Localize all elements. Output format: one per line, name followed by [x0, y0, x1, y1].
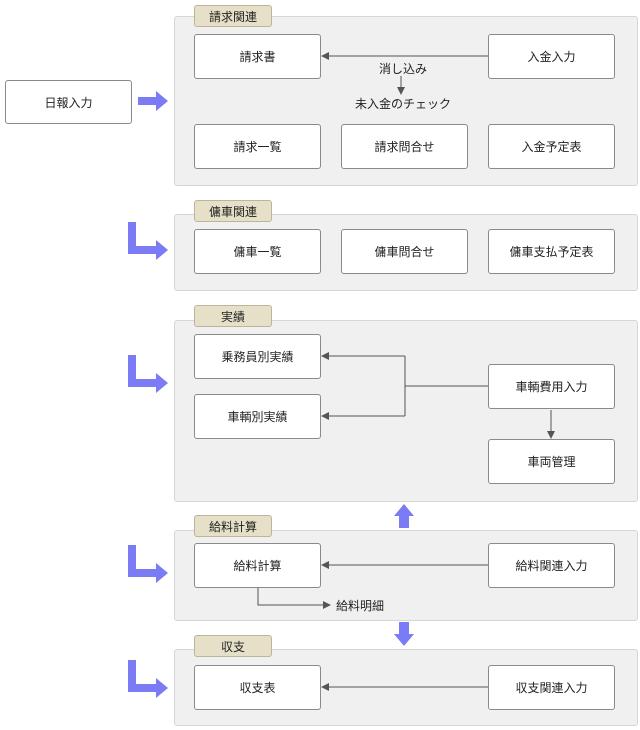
invoice-box[interactable]: 請求書	[194, 34, 321, 79]
payroll-related-entry-box[interactable]: 給料関連入力	[488, 543, 615, 588]
payroll-ie-down-arrow	[394, 622, 414, 646]
income-expense-section-title: 収支	[194, 635, 272, 657]
results-payroll-up-arrow	[394, 504, 414, 528]
vehicle-results-box[interactable]: 車輌別実績	[194, 394, 321, 439]
charter-section-title: 傭車関連	[194, 200, 272, 222]
charter-inquiry-box[interactable]: 傭車問合せ	[341, 229, 468, 274]
unpaid-check-label: 未入金のチェック	[355, 97, 452, 111]
daily-report-entry-box[interactable]: 日報入力	[5, 80, 132, 124]
income-expense-related-entry-box[interactable]: 収支関連入力	[488, 665, 615, 710]
income-expense-table-box[interactable]: 収支表	[194, 665, 321, 710]
charter-list-box[interactable]: 傭車一覧	[194, 229, 321, 274]
flow-to-income-expense-arrow	[128, 660, 168, 698]
payroll-calc-box[interactable]: 給料計算	[194, 543, 321, 588]
flow-to-charter-arrow	[128, 222, 168, 260]
payroll-section-title: 給料計算	[194, 515, 272, 537]
billing-section-title: 請求関連	[194, 5, 272, 27]
start-to-billing-arrow	[138, 91, 168, 111]
invoice-inquiry-box[interactable]: 請求問合せ	[341, 124, 468, 169]
vehicle-management-box[interactable]: 車両管理	[488, 439, 615, 484]
vehicle-cost-entry-box[interactable]: 車輌費用入力	[488, 364, 615, 409]
invoice-list-box[interactable]: 請求一覧	[194, 124, 321, 169]
payslip-label: 給料明細	[336, 599, 385, 613]
calc-to-payslip-arrow	[257, 588, 331, 609]
results-section-title: 実績	[194, 305, 272, 327]
payment-schedule-box[interactable]: 入金予定表	[488, 124, 615, 169]
crew-results-box[interactable]: 乗務員別実績	[194, 334, 321, 379]
flow-to-payroll-arrow	[128, 545, 168, 583]
reconcile-label: 消し込み	[379, 62, 428, 76]
charter-payment-schedule-box[interactable]: 傭車支払予定表	[488, 229, 615, 274]
payment-entry-box[interactable]: 入金入力	[488, 34, 615, 79]
flow-to-results-arrow	[128, 355, 168, 393]
